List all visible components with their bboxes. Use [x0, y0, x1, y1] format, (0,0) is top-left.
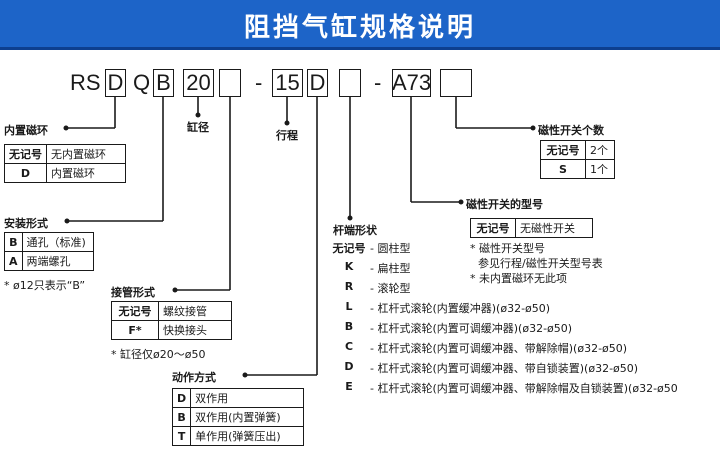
label-switch-type: 磁性开关的型号	[466, 198, 543, 211]
rod-key-3: R	[344, 280, 354, 293]
rod-key-7: D	[344, 360, 354, 373]
switch-count-value-2: 1个	[585, 159, 615, 179]
title-banner: 阻挡气缸规格说明	[0, 0, 720, 50]
rod-key-6: C	[344, 340, 354, 353]
mount-note: * ø12只表示“B”	[4, 279, 86, 292]
code-box-mount-text: B	[156, 70, 171, 95]
label-port: 接管形式	[111, 286, 155, 299]
label-stroke: 行程	[276, 129, 298, 142]
code-box-switch-type-text: A73	[392, 70, 432, 95]
code-box-stroke-text: 15	[275, 70, 300, 95]
magnet-key-2: D	[4, 163, 47, 183]
action-key-3: T	[171, 426, 192, 446]
code-box-rod	[339, 69, 361, 97]
magnet-value-2: 内置磁环	[46, 163, 126, 183]
rod-key-5: B	[344, 320, 354, 333]
code-box-port	[219, 69, 241, 97]
port-value-2: 快换接头	[158, 320, 232, 340]
code-box-switch-count	[440, 69, 472, 97]
port-value-1: 螺纹接管	[158, 301, 232, 321]
port-table: 无记号 螺纹接管 F* 快换接头	[111, 301, 232, 340]
code-dash-2: -	[374, 70, 382, 95]
action-value-3: 单作用(弹簧压出)	[190, 426, 305, 446]
rod-value-3: - 滚轮型	[370, 282, 411, 295]
rod-value-4: - 杠杆式滚轮(内置缓冲器)(ø32-ø50)	[370, 302, 551, 315]
magnet-value-1: 无内置磁环	[46, 144, 126, 164]
rod-key-2: K	[344, 260, 354, 273]
table-row: B 通孔（标准)	[4, 232, 94, 252]
table-row: T 单作用(弹簧压出)	[171, 426, 305, 446]
port-note: * 缸径仅ø20～ø50	[111, 348, 206, 361]
code-box-action	[307, 69, 328, 97]
mount-key-1: B	[4, 232, 23, 252]
code-box-switch-type	[392, 69, 431, 97]
mount-table: B 通孔（标准) A 两端螺孔	[4, 232, 94, 271]
rod-value-7: - 杠杆式滚轮(内置可调缓冲器、带自锁装置)(ø32-ø50)	[370, 362, 639, 375]
switch-type-note-1: * 磁性开关型号	[470, 242, 545, 255]
action-key-2: B	[171, 407, 192, 427]
code-prefix: RS	[70, 70, 101, 95]
port-key-1: 无记号	[111, 301, 159, 321]
code-box-bore-text: 20	[186, 70, 211, 95]
switch-count-key-1: 无记号	[540, 140, 586, 160]
table-row: B 双作用(内置弹簧)	[171, 407, 305, 427]
action-key-1: D	[171, 388, 192, 408]
rod-value-2: - 扁柱型	[370, 262, 411, 275]
code-box-mount	[153, 69, 174, 97]
mount-value-1: 通孔（标准)	[21, 232, 94, 252]
code-box-magnet-text: D	[107, 70, 124, 95]
rod-key-1: 无记号	[332, 242, 366, 255]
label-rod: 杆端形状	[333, 224, 377, 237]
label-bore: 缸径	[187, 121, 209, 134]
rod-value-1: - 圆柱型	[370, 242, 411, 255]
table-row: 无记号 螺纹接管	[111, 301, 232, 321]
port-key-2: F*	[111, 320, 159, 340]
switch-type-table: 无记号 无磁性开关	[470, 218, 593, 238]
rod-value-6: - 杠杆式滚轮(内置可调缓冲器、带解除帽)(ø32-ø50)	[370, 342, 628, 355]
code-mid: Q	[133, 70, 151, 95]
switch-count-key-2: S	[540, 159, 586, 179]
label-magnet: 内置磁环	[4, 124, 48, 137]
switch-type-note-2: 参见行程/磁性开关型号表	[478, 257, 603, 270]
table-row: 无记号 2个	[540, 140, 615, 160]
switch-type-value-1: 无磁性开关	[515, 218, 593, 238]
switch-type-note-3: * 未内置磁环无此项	[470, 272, 567, 285]
table-row: F* 快换接头	[111, 320, 232, 340]
rod-key-8: E	[345, 380, 353, 393]
table-row: 无记号 无磁性开关	[470, 218, 593, 238]
label-action: 动作方式	[172, 371, 216, 384]
switch-count-value-1: 2个	[585, 140, 615, 160]
rod-value-5: - 杠杆式滚轮(内置可调缓冲器)(ø32-ø50)	[370, 322, 573, 335]
code-box-bore	[183, 69, 214, 97]
table-row: A 两端螺孔	[4, 251, 94, 271]
mount-value-2: 两端螺孔	[21, 251, 94, 271]
action-value-2: 双作用(内置弹簧)	[190, 407, 305, 427]
table-row: D 内置磁环	[4, 163, 126, 183]
code-dash-1: -	[255, 70, 263, 95]
code-box-action-text: D	[309, 70, 326, 95]
switch-count-table: 无记号 2个 S 1个	[540, 140, 615, 179]
page-title: 阻挡气缸规格说明	[243, 13, 476, 43]
label-mount: 安装形式	[4, 217, 48, 230]
label-switch-count: 磁性开关个数	[538, 124, 604, 137]
action-table: D 双作用 B 双作用(内置弹簧) T 单作用(弹簧压出)	[171, 388, 305, 446]
rod-key-4: L	[345, 300, 353, 313]
rod-value-8: - 杠杆式滚轮(内置可调缓冲器、带解除帽及自锁装置)(ø32-ø50	[370, 382, 678, 395]
magnet-key-1: 无记号	[4, 144, 47, 164]
table-row: D 双作用	[171, 388, 305, 408]
table-row: 无记号 无内置磁环	[4, 144, 126, 164]
mount-key-2: A	[4, 251, 23, 271]
code-box-stroke	[272, 69, 303, 97]
table-row: S 1个	[540, 159, 615, 179]
action-value-1: 双作用	[190, 388, 305, 408]
magnet-table: 无记号 无内置磁环 D 内置磁环	[4, 144, 126, 183]
code-box-magnet	[105, 69, 126, 97]
switch-type-key-1: 无记号	[470, 218, 516, 238]
